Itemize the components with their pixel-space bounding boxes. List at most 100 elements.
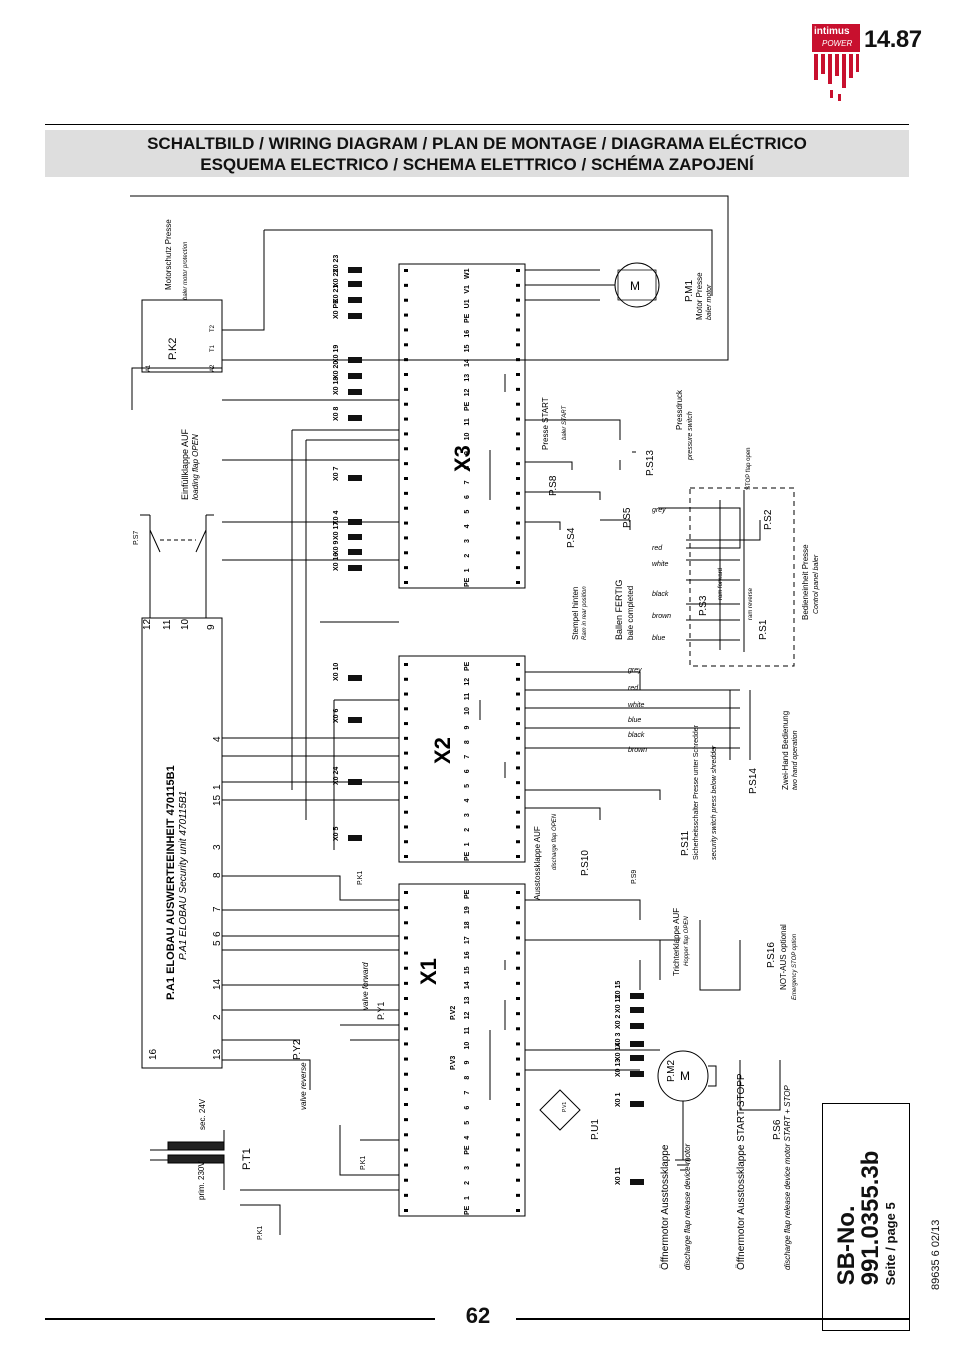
terminal-screw xyxy=(404,1178,408,1182)
x0-connector xyxy=(348,779,362,785)
opener1-label: Öffnermotor Ausstossklappe xyxy=(659,1144,671,1270)
terminal-screw xyxy=(516,1163,520,1167)
pa1-pin-top-2: 10 xyxy=(180,618,191,630)
x3-row-terminal-18: PE xyxy=(464,313,471,323)
terminal-screw xyxy=(516,521,520,525)
terminal-screw xyxy=(404,521,408,525)
footer-rule-left xyxy=(45,1318,435,1320)
pa1-sub: P.A1 ELOBAU Security unit 470115B1 xyxy=(178,791,189,960)
x2-row-terminal-5: 5 xyxy=(464,784,471,788)
x0-connector xyxy=(348,534,362,540)
x0-connector xyxy=(630,1071,644,1077)
ps8-label: P.S8 xyxy=(548,475,559,496)
terminal-screw xyxy=(404,951,408,955)
terminal-screw xyxy=(516,1178,520,1182)
terminal-screw xyxy=(516,343,520,347)
x0-connector xyxy=(348,267,362,273)
x1-row-terminal-19: 18 xyxy=(464,921,471,929)
wire-color-x2-2: white xyxy=(628,702,644,709)
x0-connector xyxy=(348,373,362,379)
ps11-desc: Sicherheitsschalter Presse unter Schredd… xyxy=(693,724,700,860)
pu1-label: P.U1 xyxy=(590,1119,601,1140)
x0-x3-label-5: X0 8 xyxy=(333,406,340,421)
ps3-sub: ram forward xyxy=(718,568,724,600)
x3-row-terminal-10: 10 xyxy=(464,432,471,440)
terminal-screw xyxy=(516,906,520,910)
terminal-screw xyxy=(516,328,520,332)
terminal-screw xyxy=(516,1103,520,1106)
x1-row-terminal-4: PE xyxy=(464,1145,471,1155)
x0-x1-label-5: X0 2 xyxy=(615,1014,622,1029)
pa1-pin-top-0: 12 xyxy=(142,618,153,630)
terminal-screw xyxy=(404,1087,408,1091)
x2-row-terminal-9: 9 xyxy=(464,725,471,729)
logo-badge: intimus POWER xyxy=(812,24,860,52)
pa1-pin-bottom-3: 14 xyxy=(212,978,223,990)
terminal-screw xyxy=(516,677,520,681)
terminal-screw xyxy=(516,951,520,955)
terminal-screw xyxy=(516,1042,520,1046)
opener2-label: Öffnermotor Ausstossklappe START-STOPP xyxy=(735,1073,747,1270)
x1-row-terminal-3: 3 xyxy=(464,1166,471,1170)
terminal-screw xyxy=(404,1027,408,1031)
terminal-screw xyxy=(516,566,520,570)
terminal-screw xyxy=(516,936,520,940)
ps1-label: P.S1 xyxy=(758,619,769,640)
terminal-screw xyxy=(404,810,408,814)
x1-row-terminal-0: PE xyxy=(464,1205,471,1215)
ps11-sub: security switch press below shredder xyxy=(711,745,718,860)
terminal-screw xyxy=(516,1148,520,1152)
terminal-screw xyxy=(404,566,408,570)
x1-row-terminal-2: 2 xyxy=(464,1181,471,1185)
wire-color-x2-1: red xyxy=(628,685,639,692)
ps8-desc: Presse START xyxy=(541,397,550,450)
ps11-label: P.S11 xyxy=(680,830,691,856)
wire-color-x3-5: blue xyxy=(652,635,665,642)
terminal-screw xyxy=(404,781,408,785)
pk2-box xyxy=(141,299,223,373)
intimus-logo: intimus POWER 14.87 xyxy=(812,24,922,114)
x2-row-terminal-11: 11 xyxy=(464,693,471,701)
x0-connector xyxy=(630,1041,644,1047)
terminal-screw xyxy=(516,966,520,970)
x3-row-terminal-9: 9 xyxy=(464,451,471,455)
ps9-label: P.S9 xyxy=(631,870,638,884)
pk2-pin-t1: T1 xyxy=(210,344,216,352)
x3-row-terminal-1: 1 xyxy=(464,568,471,572)
terminal-screw xyxy=(404,677,408,681)
x0-x1-label-6: X0 12 xyxy=(615,995,622,1013)
py1-sub: valve forward xyxy=(361,962,370,1010)
terminal-screw xyxy=(404,373,408,376)
terminal-screw xyxy=(404,981,408,985)
pm1-label: P.M1 xyxy=(684,280,695,302)
terminal-screw xyxy=(516,477,520,480)
opener2-sub: discharge flap release device motor STAR… xyxy=(783,1085,792,1270)
pa1-pin-bottom-7: 8 xyxy=(212,872,223,878)
pa1-pin-top-1: 11 xyxy=(162,619,173,630)
x1-row-terminal-1: 1 xyxy=(464,1196,471,1200)
terminal-screw xyxy=(516,781,520,785)
terminal-screw xyxy=(516,536,520,540)
terminal-screw xyxy=(404,269,408,272)
x2-row-terminal-13: PE xyxy=(464,661,471,671)
wire-color-x3-1: red xyxy=(652,545,663,552)
x3-row-terminal-2: 2 xyxy=(464,554,471,558)
x1-row-terminal-6: 5 xyxy=(464,1121,471,1125)
motorschutz-sub: baler motor protection xyxy=(183,241,189,300)
sb-title: SB-No. xyxy=(833,1205,860,1286)
pk2-label: P.K2 xyxy=(167,338,179,360)
ps10-label: P.S10 xyxy=(580,850,591,876)
x1-block xyxy=(398,883,526,1217)
terminal-screw xyxy=(404,997,408,1000)
x2-row-terminal-12: 12 xyxy=(464,678,471,686)
terminal-screw xyxy=(516,387,520,391)
terminal-screw xyxy=(404,387,408,391)
pk2-pin-a2: A2 xyxy=(210,364,216,372)
pa1-pin-bottom-0: 16 xyxy=(148,1048,159,1060)
title-line-2: ESQUEMA ELECTRICO / SCHEMA ELETTRICO / S… xyxy=(200,155,754,174)
pk1-label-bottom: P.K1 xyxy=(257,1226,264,1240)
pv3-label: P.V3 xyxy=(450,1056,457,1070)
wire-color-x3-3: black xyxy=(652,591,669,598)
